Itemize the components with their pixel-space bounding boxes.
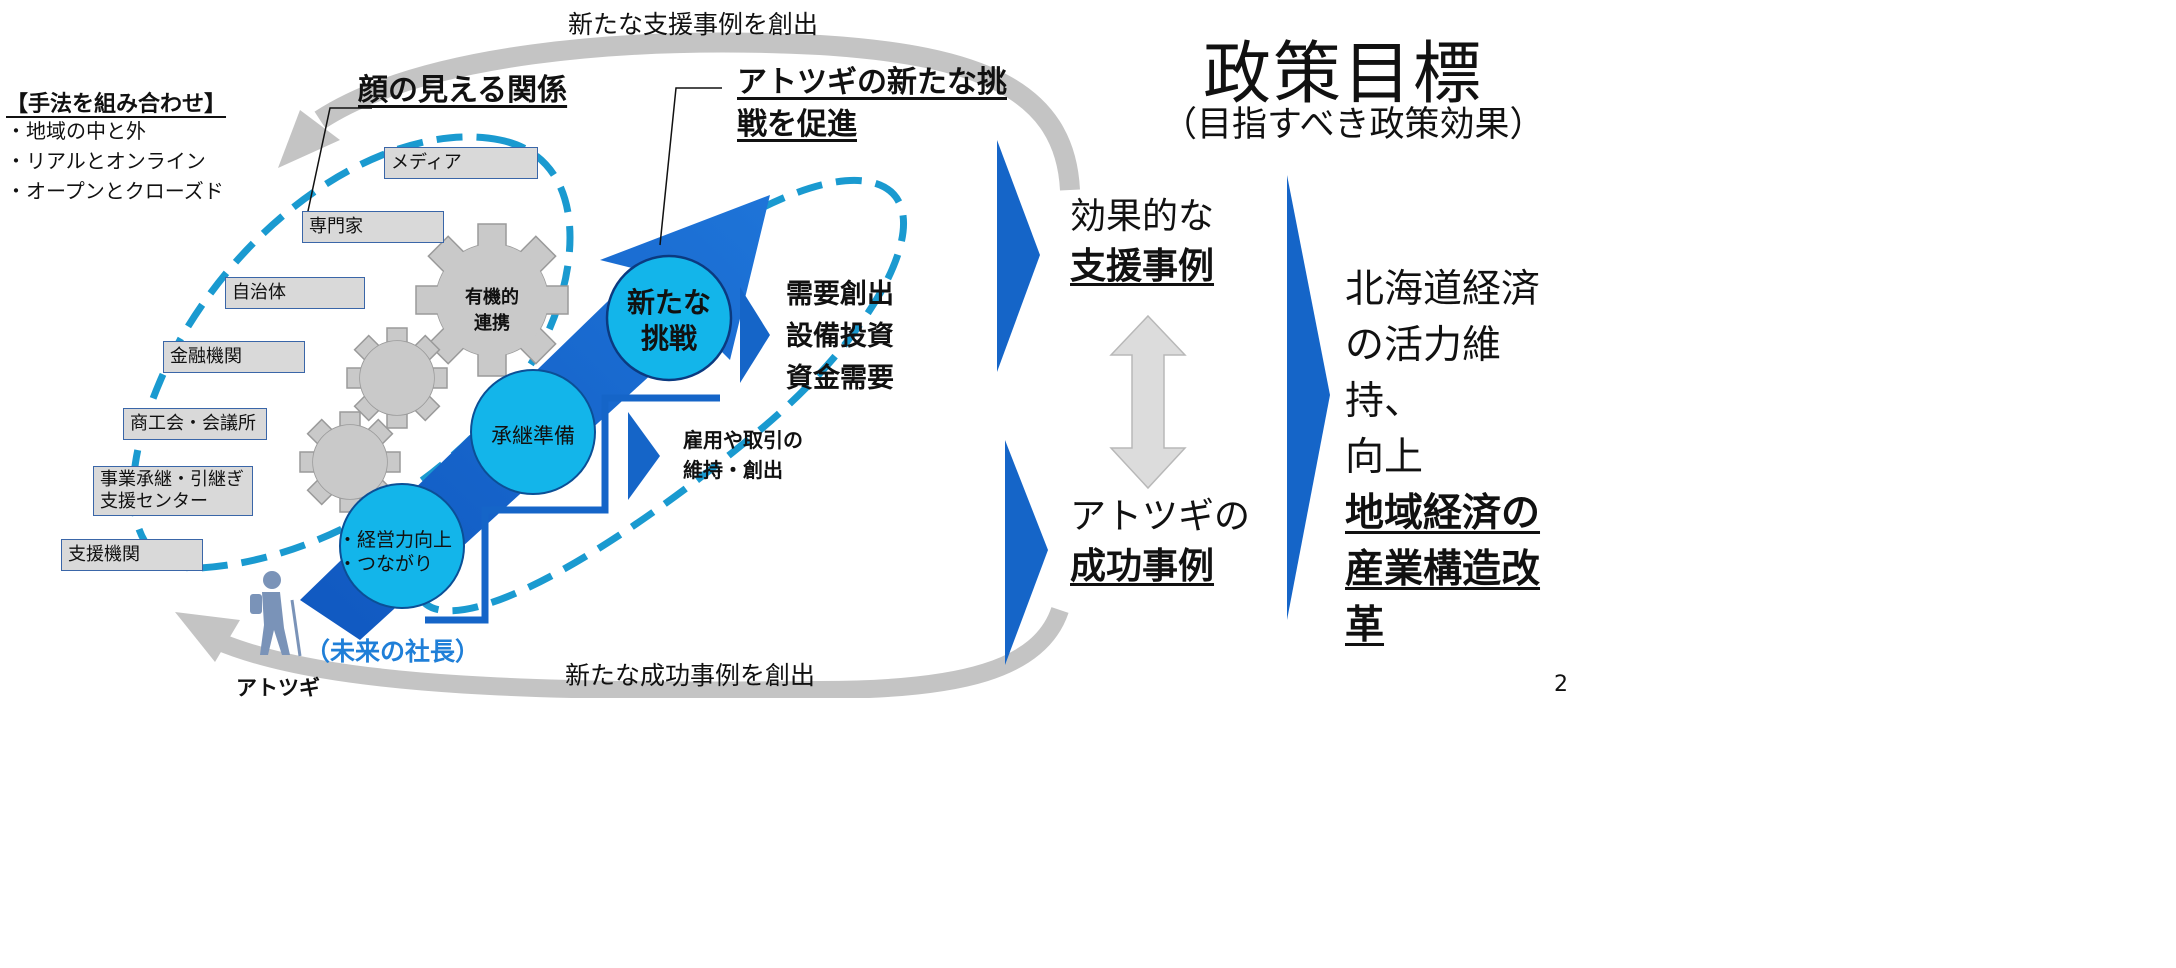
top-cycle-arrow <box>314 32 1080 191</box>
gear-label-line: 連携 <box>474 313 510 334</box>
method-item: ・地域の中と外 <box>6 119 146 143</box>
challenge-heading-line: アトツギの新たな挑 <box>737 65 1007 100</box>
actor-experts: 専門家 <box>302 211 444 243</box>
gear-medium <box>346 327 448 429</box>
hiker-icon <box>250 571 302 657</box>
challenge-heading-line: 戦を促進 <box>737 107 857 142</box>
actor-municipality: 自治体 <box>225 277 365 309</box>
outcome-lower-item: 雇用や取引の <box>683 428 803 452</box>
management-line: ・経営力向上 <box>338 529 453 551</box>
method-item: ・リアルとオンライン <box>6 149 206 173</box>
actor-succession-center-line: 支援センター <box>100 491 208 512</box>
bottom-cycle-arrowhead <box>175 612 240 662</box>
method-item: ・オープンとクローズド <box>6 179 224 203</box>
final-result-strong-line: 地域経済の <box>1345 491 1541 536</box>
support-cases-line2: 支援事例 <box>1070 246 1215 287</box>
policy-goal-title: 政策目標 <box>1203 35 1484 114</box>
page-number: 2 <box>1554 672 1568 697</box>
actor-succession-center: 事業承継・引継ぎ 支援センター <box>93 466 253 516</box>
final-result-line: 北海道経済 <box>1345 267 1541 312</box>
right-chevron-final <box>1287 175 1330 620</box>
final-result-line: 向上 <box>1345 435 1424 480</box>
succession-circle <box>470 369 596 495</box>
new-challenge-circle-text: 新たな 挑戦 <box>607 285 731 357</box>
face-leader-line <box>304 107 372 226</box>
outcome-upper-item: 需要創出 <box>786 279 894 310</box>
future-president-label: （未来の社長） <box>305 637 481 666</box>
actor-chamber-of-commerce: 商工会・会議所 <box>123 408 267 440</box>
outcome-upper-item: 資金需要 <box>786 363 894 394</box>
management-circle <box>339 483 465 609</box>
gear-label-line: 有機的 <box>465 287 519 308</box>
support-cases-effect: 効果的な 支援事例 <box>1070 192 1214 292</box>
methods-title: 【手法を組み合わせ】 <box>6 92 227 117</box>
staircase-line <box>425 394 720 624</box>
bottom-cycle-arrow <box>211 606 1069 698</box>
lower-chevron <box>628 412 660 500</box>
final-result-strong-line: 産業構造改 <box>1345 547 1541 592</box>
right-chevron-top <box>997 140 1040 372</box>
success-cases-line1: アトツギの <box>1070 496 1251 537</box>
double-arrow <box>1109 314 1187 490</box>
success-cases-line2: 成功事例 <box>1070 546 1215 587</box>
new-challenge-line: 挑戦 <box>640 322 697 355</box>
final-result: 北海道経済 の活力維持、 向上 地域経済の 産業構造改 革 <box>1345 262 1568 654</box>
actor-media: メディア <box>384 147 538 179</box>
top-cycle-arrowhead <box>278 110 340 168</box>
policy-goal-subtitle: （目指すべき政策効果） <box>1162 105 1545 145</box>
management-circle-text: ・経営力向上 ・つながり <box>338 528 466 576</box>
outcome-lower-item: 維持・創出 <box>683 458 783 482</box>
bottom-cycle-label: 新たな成功事例を創出 <box>565 661 816 690</box>
succession-circle-text: 承継準備 <box>491 424 575 448</box>
final-result-line: の活力維持、 <box>1345 323 1502 424</box>
new-challenge-line: 新たな <box>626 286 711 319</box>
support-cases-line1: 効果的な <box>1070 196 1215 237</box>
challenge-heading: アトツギの新たな挑 戦を促進 <box>737 62 1007 146</box>
management-line: ・つながり <box>338 553 434 575</box>
success-cases-effect: アトツギの 成功事例 <box>1070 492 1250 592</box>
challenge-leader-line <box>659 87 722 246</box>
final-result-strong-line: 革 <box>1345 603 1385 648</box>
upper-chevron <box>740 287 770 383</box>
outcomes-upper: 需要創出 設備投資 資金需要 <box>786 274 894 400</box>
diagram-canvas <box>129 32 1330 698</box>
methods-list: ・地域の中と外 ・リアルとオンライン ・オープンとクローズド <box>6 116 224 206</box>
atotsugi-label: アトツギ <box>236 676 320 700</box>
outcome-upper-item: 設備投資 <box>786 321 894 352</box>
actor-succession-center-line: 事業承継・引継ぎ <box>100 469 244 490</box>
actor-support-organizations: 支援機関 <box>61 539 203 571</box>
face-relationship-heading: 顔の見える関係 <box>358 73 568 108</box>
right-chevron-bottom <box>1005 440 1048 665</box>
gear-label: 有機的 連携 <box>452 285 532 337</box>
outcomes-lower: 雇用や取引の 維持・創出 <box>683 425 803 485</box>
gear-large <box>415 223 569 377</box>
new-challenge-circle <box>605 254 733 382</box>
actor-financial-institutions: 金融機関 <box>163 341 305 373</box>
top-cycle-label: 新たな支援事例を創出 <box>568 10 819 39</box>
